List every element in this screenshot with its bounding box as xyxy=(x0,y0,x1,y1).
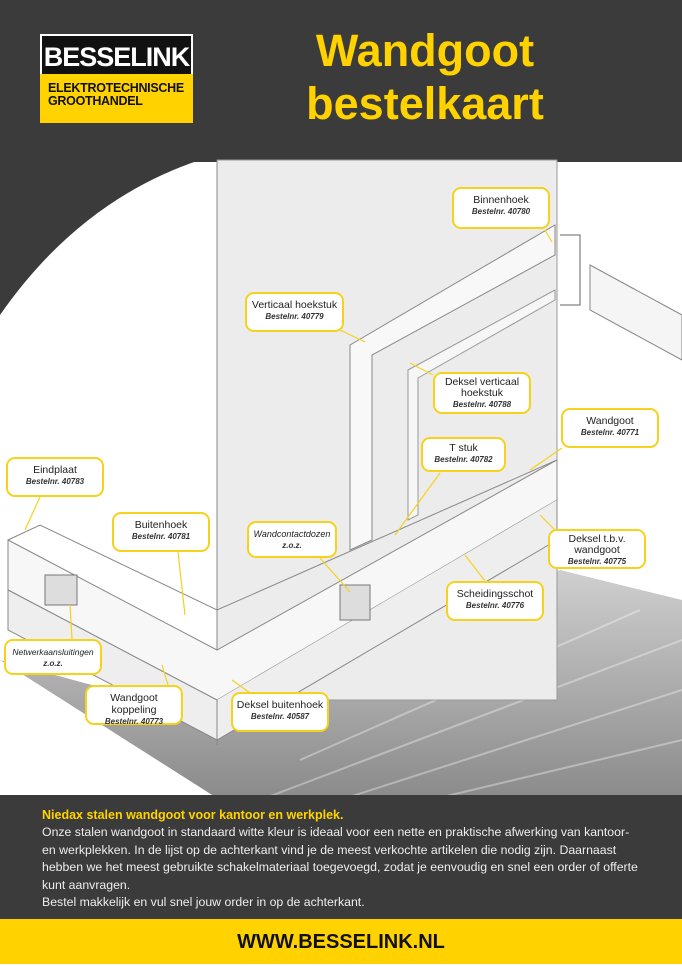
callout-label: Netwerkaansluitingen xyxy=(12,647,94,657)
callout-nr: Bestelnr. 40773 xyxy=(104,717,164,726)
callout-netwerkaansluitingen: Netwerkaansluitingen z.o.z. xyxy=(4,639,102,675)
info-cta: Bestel makkelijk en vul snel jouw order … xyxy=(42,895,365,909)
callout-nr: Bestelnr. 40783 xyxy=(25,477,85,486)
callout-label: Binnenhoek xyxy=(473,194,529,206)
logo-name: BESSELINK xyxy=(40,34,193,74)
callout-nr: Bestelnr. 40781 xyxy=(131,532,191,541)
info-band: Niedax stalen wandgoot voor kantoor en w… xyxy=(0,795,682,919)
callout-label: Deksel verticaal hoekstuk xyxy=(444,376,520,399)
callout-nr: Bestelnr. 40775 xyxy=(567,557,627,566)
info-heading: Niedax stalen wandgoot voor kantoor en w… xyxy=(42,808,344,822)
callout-label: T stuk xyxy=(449,442,478,454)
callout-label: Deksel t.b.v. wandgoot xyxy=(568,533,626,556)
callout-label: Buitenhoek xyxy=(134,519,188,531)
callout-label: Deksel buitenhoek xyxy=(236,699,324,711)
callout-wandcontactdozen: Wandcontactdozen z.o.z. xyxy=(247,521,337,558)
logo-sub2: GROOTHANDEL xyxy=(48,94,143,108)
footer-url[interactable]: WWW.BESSELINK.NL xyxy=(0,919,682,964)
callout-nr: z.o.z. xyxy=(43,659,63,668)
info-body: Onze stalen wandgoot in standaard witte … xyxy=(42,825,638,892)
title-line1: Wandgoot xyxy=(315,25,535,76)
callout-label: Eindplaat xyxy=(33,464,77,476)
callout-nr: Bestelnr. 40780 xyxy=(471,207,531,216)
callout-label: Verticaal hoekstuk xyxy=(251,299,338,311)
callout-nr: z.o.z. xyxy=(282,541,302,550)
logo-sub1: ELEKTROTECHNISCHE xyxy=(48,81,184,95)
callout-label: Wandcontactdozen xyxy=(253,529,331,539)
callout-nr: Bestelnr. 40776 xyxy=(465,601,525,610)
callout-nr: Bestelnr. 40779 xyxy=(265,312,324,321)
title-line2: bestelkaart xyxy=(306,78,544,129)
callout-label: Scheidingsschot xyxy=(456,588,534,600)
callout-label: Wandgoot koppeling xyxy=(110,692,158,716)
callout-nr: Bestelnr. 40587 xyxy=(250,712,310,721)
callout-nr: Bestelnr. 40771 xyxy=(580,428,640,437)
callout-label: Wandgoot xyxy=(586,415,634,427)
callout-nr: Bestelnr. 40788 xyxy=(452,400,512,409)
callout-nr: Bestelnr. 40782 xyxy=(434,455,493,464)
